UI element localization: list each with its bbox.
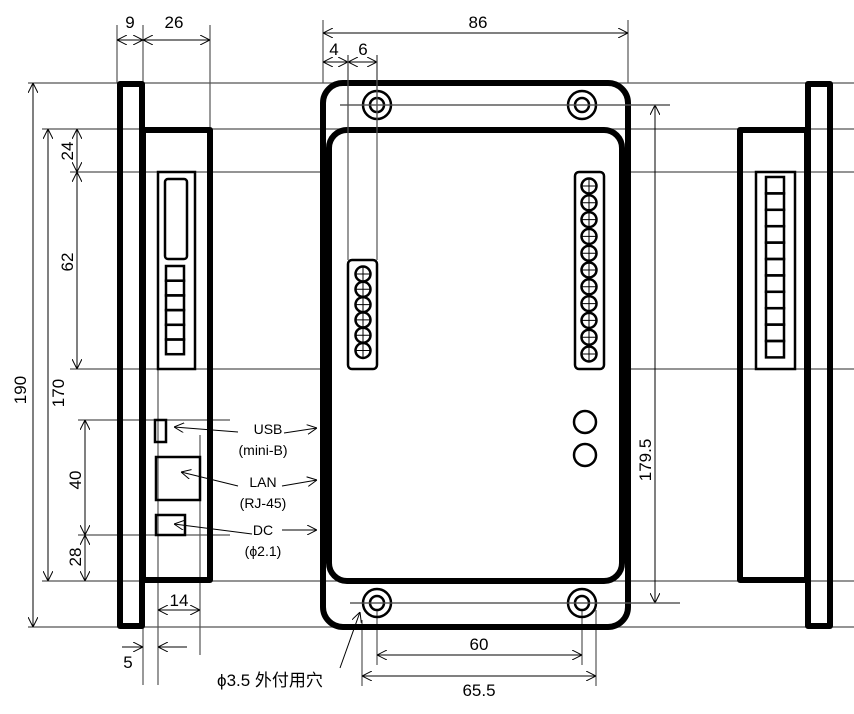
left-slot — [163, 177, 189, 261]
pin-square — [764, 257, 786, 277]
pin-square — [764, 192, 786, 212]
dim-hole-edge: 4 — [329, 40, 338, 59]
dim-hole-outer-span: 65.5 — [462, 681, 495, 700]
front-view — [320, 55, 680, 630]
dc-type-label: (ϕ2.1) — [245, 543, 282, 559]
right-pin-squares — [764, 175, 786, 359]
pin-square — [764, 323, 786, 343]
indicator-led-1 — [572, 409, 598, 435]
dimension-values: 9 26 86 4 6 190 170 24 62 40 28 179.5 14… — [11, 13, 655, 700]
dim-panel-height: 62 — [58, 253, 77, 272]
indicator-led-2 — [572, 442, 598, 468]
pin-square — [764, 339, 786, 359]
pin-square — [764, 241, 786, 261]
terminal-screws-left — [354, 265, 372, 360]
left-connector-panel — [156, 170, 197, 371]
terminal-block-right — [573, 170, 606, 371]
lan-type-label: (RJ-45) — [240, 495, 287, 511]
connector-callouts: USB (mini-B) LAN (RJ-45) DC (ϕ2.1) — [174, 421, 317, 559]
right-connector-panel — [754, 170, 797, 371]
dim-overall-height: 190 — [11, 376, 30, 404]
mount-hole-label: ϕ3.5 外付用穴 — [217, 671, 323, 690]
lan-label: LAN — [249, 474, 276, 490]
pin-square — [764, 290, 786, 310]
dimension-arrows — [33, 33, 655, 676]
dim-connector-offset: 5 — [123, 653, 132, 672]
dim-top-panel: 24 — [58, 142, 77, 161]
dim-connector-span: 40 — [66, 471, 85, 490]
usb-port — [153, 418, 168, 444]
main-enclosure — [326, 127, 625, 584]
dim-flange: 9 — [125, 13, 134, 32]
left-side-view — [117, 81, 213, 629]
dim-connector-depth: 14 — [170, 591, 189, 610]
usb-label: USB — [254, 421, 283, 437]
right-body — [737, 127, 810, 583]
terminal-screws-right — [580, 177, 598, 363]
left-body — [140, 127, 213, 583]
pin-square — [764, 224, 786, 244]
dim-body-height: 170 — [49, 379, 68, 407]
left-pin-squares — [164, 264, 186, 356]
dim-hole-terminal: 6 — [358, 40, 367, 59]
mounting-plate — [320, 80, 631, 630]
right-flange — [805, 81, 833, 629]
pin-square — [764, 175, 786, 195]
terminal-block-left — [346, 258, 379, 371]
dim-hole-pitch-vertical: 179.5 — [636, 439, 655, 482]
dim-overall-width: 86 — [469, 13, 488, 32]
dim-hole-pitch-horizontal: 60 — [470, 635, 489, 654]
dc-label: DC — [253, 522, 273, 538]
dim-body-depth: 26 — [165, 13, 184, 32]
usb-type-label: (mini-B) — [239, 442, 288, 458]
dim-bottom-connector: 28 — [66, 548, 85, 567]
pin-square — [764, 208, 786, 228]
pin-square — [764, 306, 786, 326]
right-side-view — [737, 81, 833, 629]
left-flange — [117, 81, 145, 629]
lan-port — [154, 455, 202, 502]
pin-square — [764, 274, 786, 294]
